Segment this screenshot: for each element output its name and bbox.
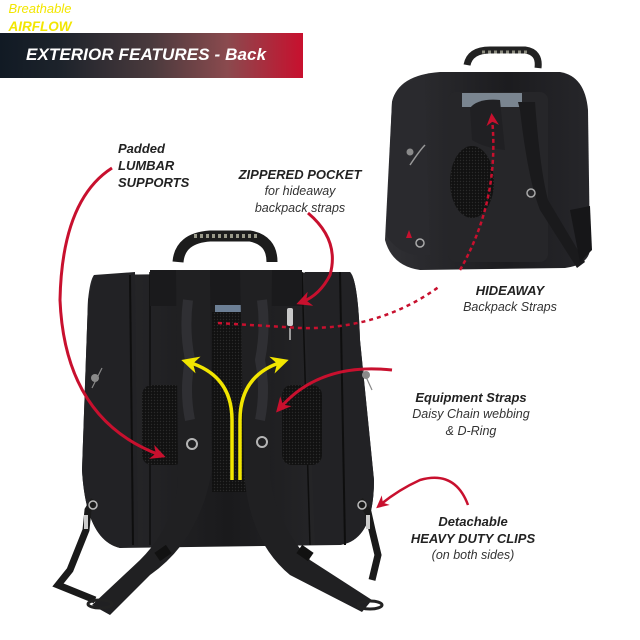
- callout-arrows: [58, 166, 470, 509]
- lumbar-arrow: [58, 166, 166, 459]
- clips-line1: Detachable: [438, 514, 508, 529]
- clips-title: HEAVY DUTY CLIPS: [410, 531, 536, 546]
- lumbar-line2: LUMBAR: [118, 158, 175, 173]
- airflow-title: AIRFLOW: [8, 19, 72, 34]
- inset-bag-image: [385, 46, 592, 271]
- airflow-line1: Breathable: [8, 1, 72, 16]
- callout-heavy-duty-clips: Detachable HEAVY DUTY CLIPS (on both sid…: [408, 513, 538, 564]
- callout-breathable-airflow: Breathable AIRFLOW: [0, 0, 80, 36]
- callout-hideaway-straps: HIDEAWAY Backpack Straps: [460, 282, 560, 316]
- hideaway-arrow: [217, 284, 441, 330]
- zipper-line1: for hideaway: [264, 184, 336, 198]
- clips-arrow: [376, 476, 470, 509]
- callout-zippered-pocket: ZIPPERED POCKET for hideaway backpack st…: [234, 166, 366, 217]
- equipment-line1: Daisy Chain webbing: [412, 407, 530, 421]
- equipment-arrow: [276, 367, 393, 413]
- zipper-title: ZIPPERED POCKET: [238, 167, 362, 182]
- clips-line2: (on both sides): [431, 548, 515, 562]
- callout-equipment-straps: Equipment Straps Daisy Chain webbing & D…: [408, 389, 534, 440]
- equipment-line2: & D-Ring: [445, 424, 497, 438]
- section-banner: EXTERIOR FEATURES - Back: [0, 33, 303, 78]
- hideaway-line1: Backpack Straps: [463, 300, 557, 314]
- equipment-title: Equipment Straps: [415, 390, 527, 405]
- callout-lumbar-supports: Padded LUMBAR SUPPORTS: [118, 140, 189, 191]
- zipper-arrow: [296, 211, 334, 306]
- banner-title: EXTERIOR FEATURES - Back: [26, 45, 267, 64]
- airflow-arrows: [181, 356, 289, 480]
- lumbar-line1: Padded: [118, 141, 165, 156]
- main-bag-image: [52, 230, 384, 615]
- zipper-line2: backpack straps: [254, 201, 346, 215]
- hideaway-title: HIDEAWAY: [475, 283, 545, 298]
- lumbar-line3: SUPPORTS: [118, 175, 190, 190]
